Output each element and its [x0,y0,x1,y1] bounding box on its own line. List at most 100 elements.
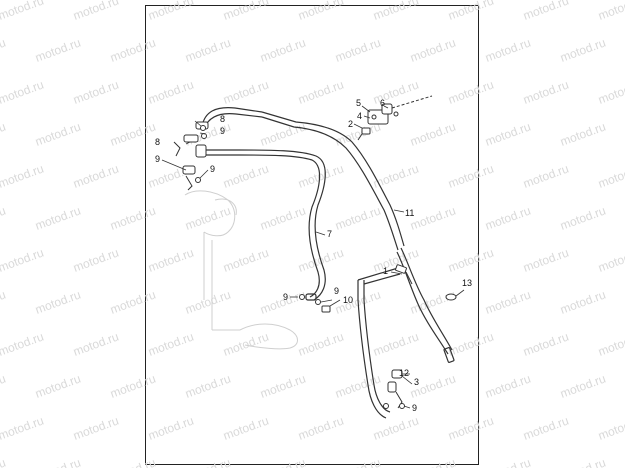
callout-9-e: 9 [334,286,339,296]
callout-1: 1 [383,266,388,276]
callout-8-top: 8 [220,114,225,124]
watermark-text: motod.ru [446,413,495,442]
watermark-text: motod.ru [483,203,532,232]
watermark-text: motod.ru [0,413,46,442]
watermark-text: motod.ru [408,287,457,316]
watermark-text: motod.ru [596,329,625,358]
watermark-text: motod.ru [446,161,495,190]
watermark-text: motod.ru [146,77,195,106]
watermark-text: motod.ru [108,455,157,468]
watermark-text: motod.ru [483,371,532,400]
callout-3: 3 [414,377,419,387]
watermark-text: motod.ru [446,245,495,274]
watermark-text: motod.ru [146,329,195,358]
watermark-text: motod.ru [146,413,195,442]
watermark-text: motod.ru [71,77,120,106]
watermark-text: motod.ru [33,35,82,64]
watermark-text: motod.ru [221,0,270,23]
callout-9-b: 9 [155,154,160,164]
watermark-text: motod.ru [0,77,46,106]
callout-5: 5 [356,98,361,108]
watermark-text: motod.ru [33,203,82,232]
watermark-text: motod.ru [521,77,570,106]
watermark-text: motod.ru [0,371,8,400]
watermark-text: motod.ru [0,161,46,190]
callout-2: 2 [348,119,353,129]
callout-10: 10 [343,295,353,305]
watermark-text: motod.ru [0,329,46,358]
callout-11: 11 [405,208,414,218]
watermark-text: motod.ru [558,287,607,316]
watermark-text: motod.ru [446,77,495,106]
callout-12: 12 [399,368,409,378]
watermark-text: motod.ru [371,0,420,23]
watermark-text: motod.ru [0,455,8,468]
watermark-text: motod.ru [521,0,570,23]
callout-13: 13 [462,278,472,288]
watermark-text: motod.ru [71,245,120,274]
rear-fittings [383,369,405,409]
watermark-text: motod.ru [0,0,46,23]
watermark-text: motod.ru [183,455,232,468]
watermark-text: motod.ru [296,77,345,106]
watermark-text: motod.ru [371,161,420,190]
watermark-text: motod.ru [71,329,120,358]
watermark-text: motod.ru [71,161,120,190]
watermark-text: motod.ru [33,119,82,148]
watermark-text: motod.ru [221,329,270,358]
watermark-text: motod.ru [33,287,82,316]
pressure-switch-assembly [357,95,433,141]
watermark-text: motod.ru [0,203,8,232]
watermark-text: motod.ru [71,413,120,442]
watermark-text: motod.ru [408,35,457,64]
brake-hose-7 [198,149,326,301]
watermark-text: motod.ru [483,287,532,316]
watermark-text: motod.ru [296,329,345,358]
watermark-text: motod.ru [521,245,570,274]
master-cylinder-fittings [173,121,209,191]
watermark-text: motod.ru [108,35,157,64]
callout-labels: 1 2 3 4 5 6 7 8 8 9 9 9 9 9 9 10 11 12 1… [155,98,472,413]
watermark-text: motod.ru [183,371,232,400]
clip-1 [395,264,413,285]
watermark-text: motod.ru [596,245,625,274]
watermark-text: motod.ru [183,35,232,64]
watermark-text: motod.ru [446,329,495,358]
watermark-text: motod.ru [108,203,157,232]
watermark-text: motod.ru [0,35,8,64]
watermark-text: motod.ru [71,0,120,23]
callout-9-c: 9 [210,164,215,174]
watermark-text: motod.ru [558,455,607,468]
watermark-text: motod.ru [146,245,195,274]
watermark-text: motod.ru [521,329,570,358]
watermark-text: motod.ru [371,77,420,106]
callout-9-d: 9 [283,292,288,302]
grommet-13 [445,293,457,301]
watermark-text: motod.ru [33,371,82,400]
watermark-text: motod.ru [483,35,532,64]
diagram-frame [145,5,479,465]
watermark-text: motod.ru [221,161,270,190]
callout-9-a: 9 [220,126,225,136]
watermark-text: motod.ru [183,203,232,232]
watermark-text: motod.ru [333,371,382,400]
watermark-text: motod.ru [146,0,195,23]
watermark-text: motod.ru [183,287,232,316]
leader-lines [161,105,465,409]
watermark-text: motod.ru [0,245,46,274]
watermark-text: motod.ru [258,203,307,232]
watermark-text: motod.ru [221,245,270,274]
watermark-text: motod.ru [408,455,457,468]
watermark-text: motod.ru [33,455,82,468]
hose-7-fittings [299,294,331,313]
watermark-text: motod.ru [108,287,157,316]
ghost-frame-outline [184,190,298,350]
watermark-text: motod.ru [596,0,625,23]
watermark-text: motod.ru [596,413,625,442]
watermark-text: motod.ru [296,161,345,190]
watermark-text: motod.ru [258,455,307,468]
watermark-text: motod.ru [296,0,345,23]
watermark-text: motod.ru [446,0,495,23]
